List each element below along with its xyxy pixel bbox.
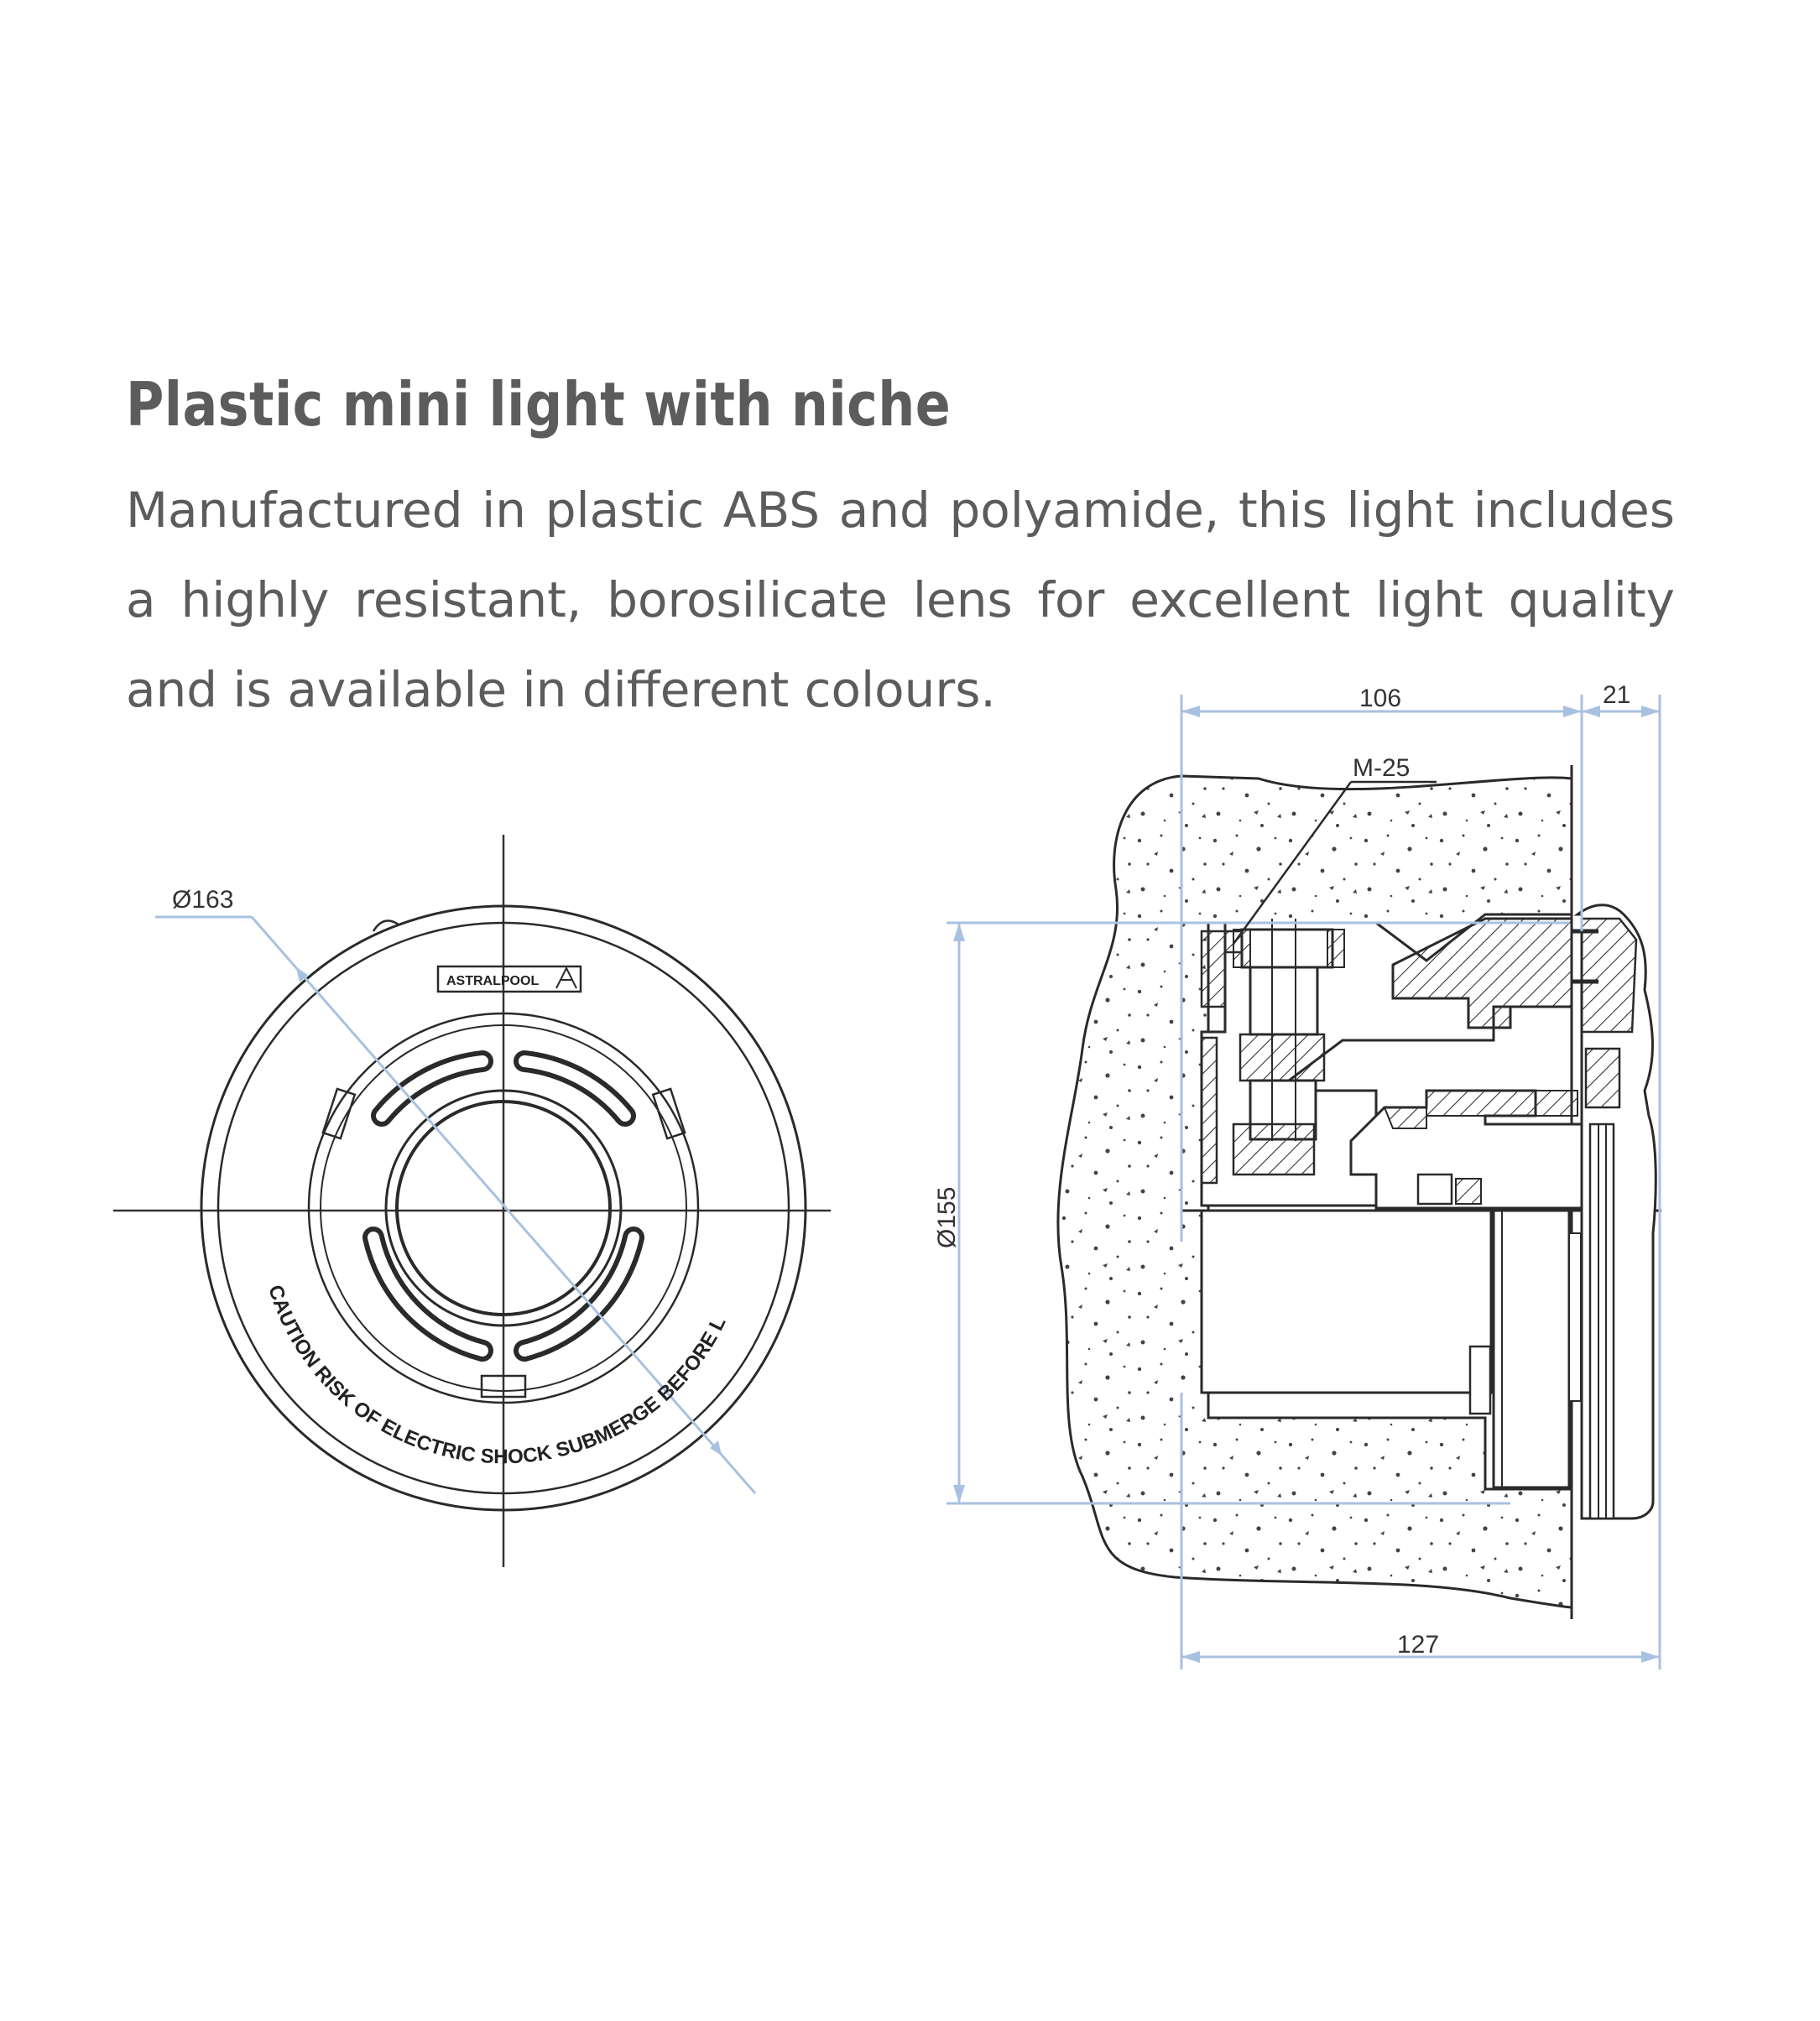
slot-bottom-left — [362, 1227, 493, 1362]
dimension-lines — [947, 695, 1661, 1669]
right-tab — [651, 1087, 686, 1140]
lower-flange-body — [1492, 1209, 1571, 1489]
product-description: Manufactured in plastic ABS and polyamid… — [126, 482, 1675, 718]
thread-label: M-25 — [1353, 754, 1410, 782]
fitting-stem — [1249, 966, 1319, 1036]
lens-ring — [395, 1100, 612, 1316]
left-tab — [321, 1087, 357, 1140]
outer-ring-inner — [216, 921, 790, 1495]
fitting-nut — [1240, 928, 1334, 969]
dim-106-label: 106 — [1359, 685, 1401, 712]
middle-ring — [307, 1012, 700, 1404]
thread-leader — [1232, 780, 1437, 945]
bottom-tab — [480, 1374, 527, 1399]
middle-ring-inner — [320, 1024, 687, 1392]
diameter-leader — [155, 915, 757, 1494]
brand-box — [436, 965, 582, 993]
lens — [1588, 1122, 1615, 1520]
page-title: Plastic mini light with niche — [126, 369, 952, 440]
lens-ring-outer — [384, 1089, 623, 1327]
top-notch — [372, 919, 399, 932]
diameter-label: Ø163 — [172, 886, 233, 914]
dim-155-label: Ø155 — [933, 1187, 961, 1248]
brand-label: ASTRALPOOL — [446, 974, 539, 988]
section-view — [1056, 765, 1661, 1619]
dim-127-label: 127 — [1397, 1631, 1439, 1659]
hatched-housing-top — [1391, 917, 1573, 1029]
terminal-block — [1416, 1173, 1453, 1206]
brand-logo-icon — [555, 966, 577, 989]
dim-21-label: 21 — [1603, 681, 1630, 709]
outer-ring — [200, 904, 807, 1512]
lower-body — [1200, 1209, 1493, 1394]
